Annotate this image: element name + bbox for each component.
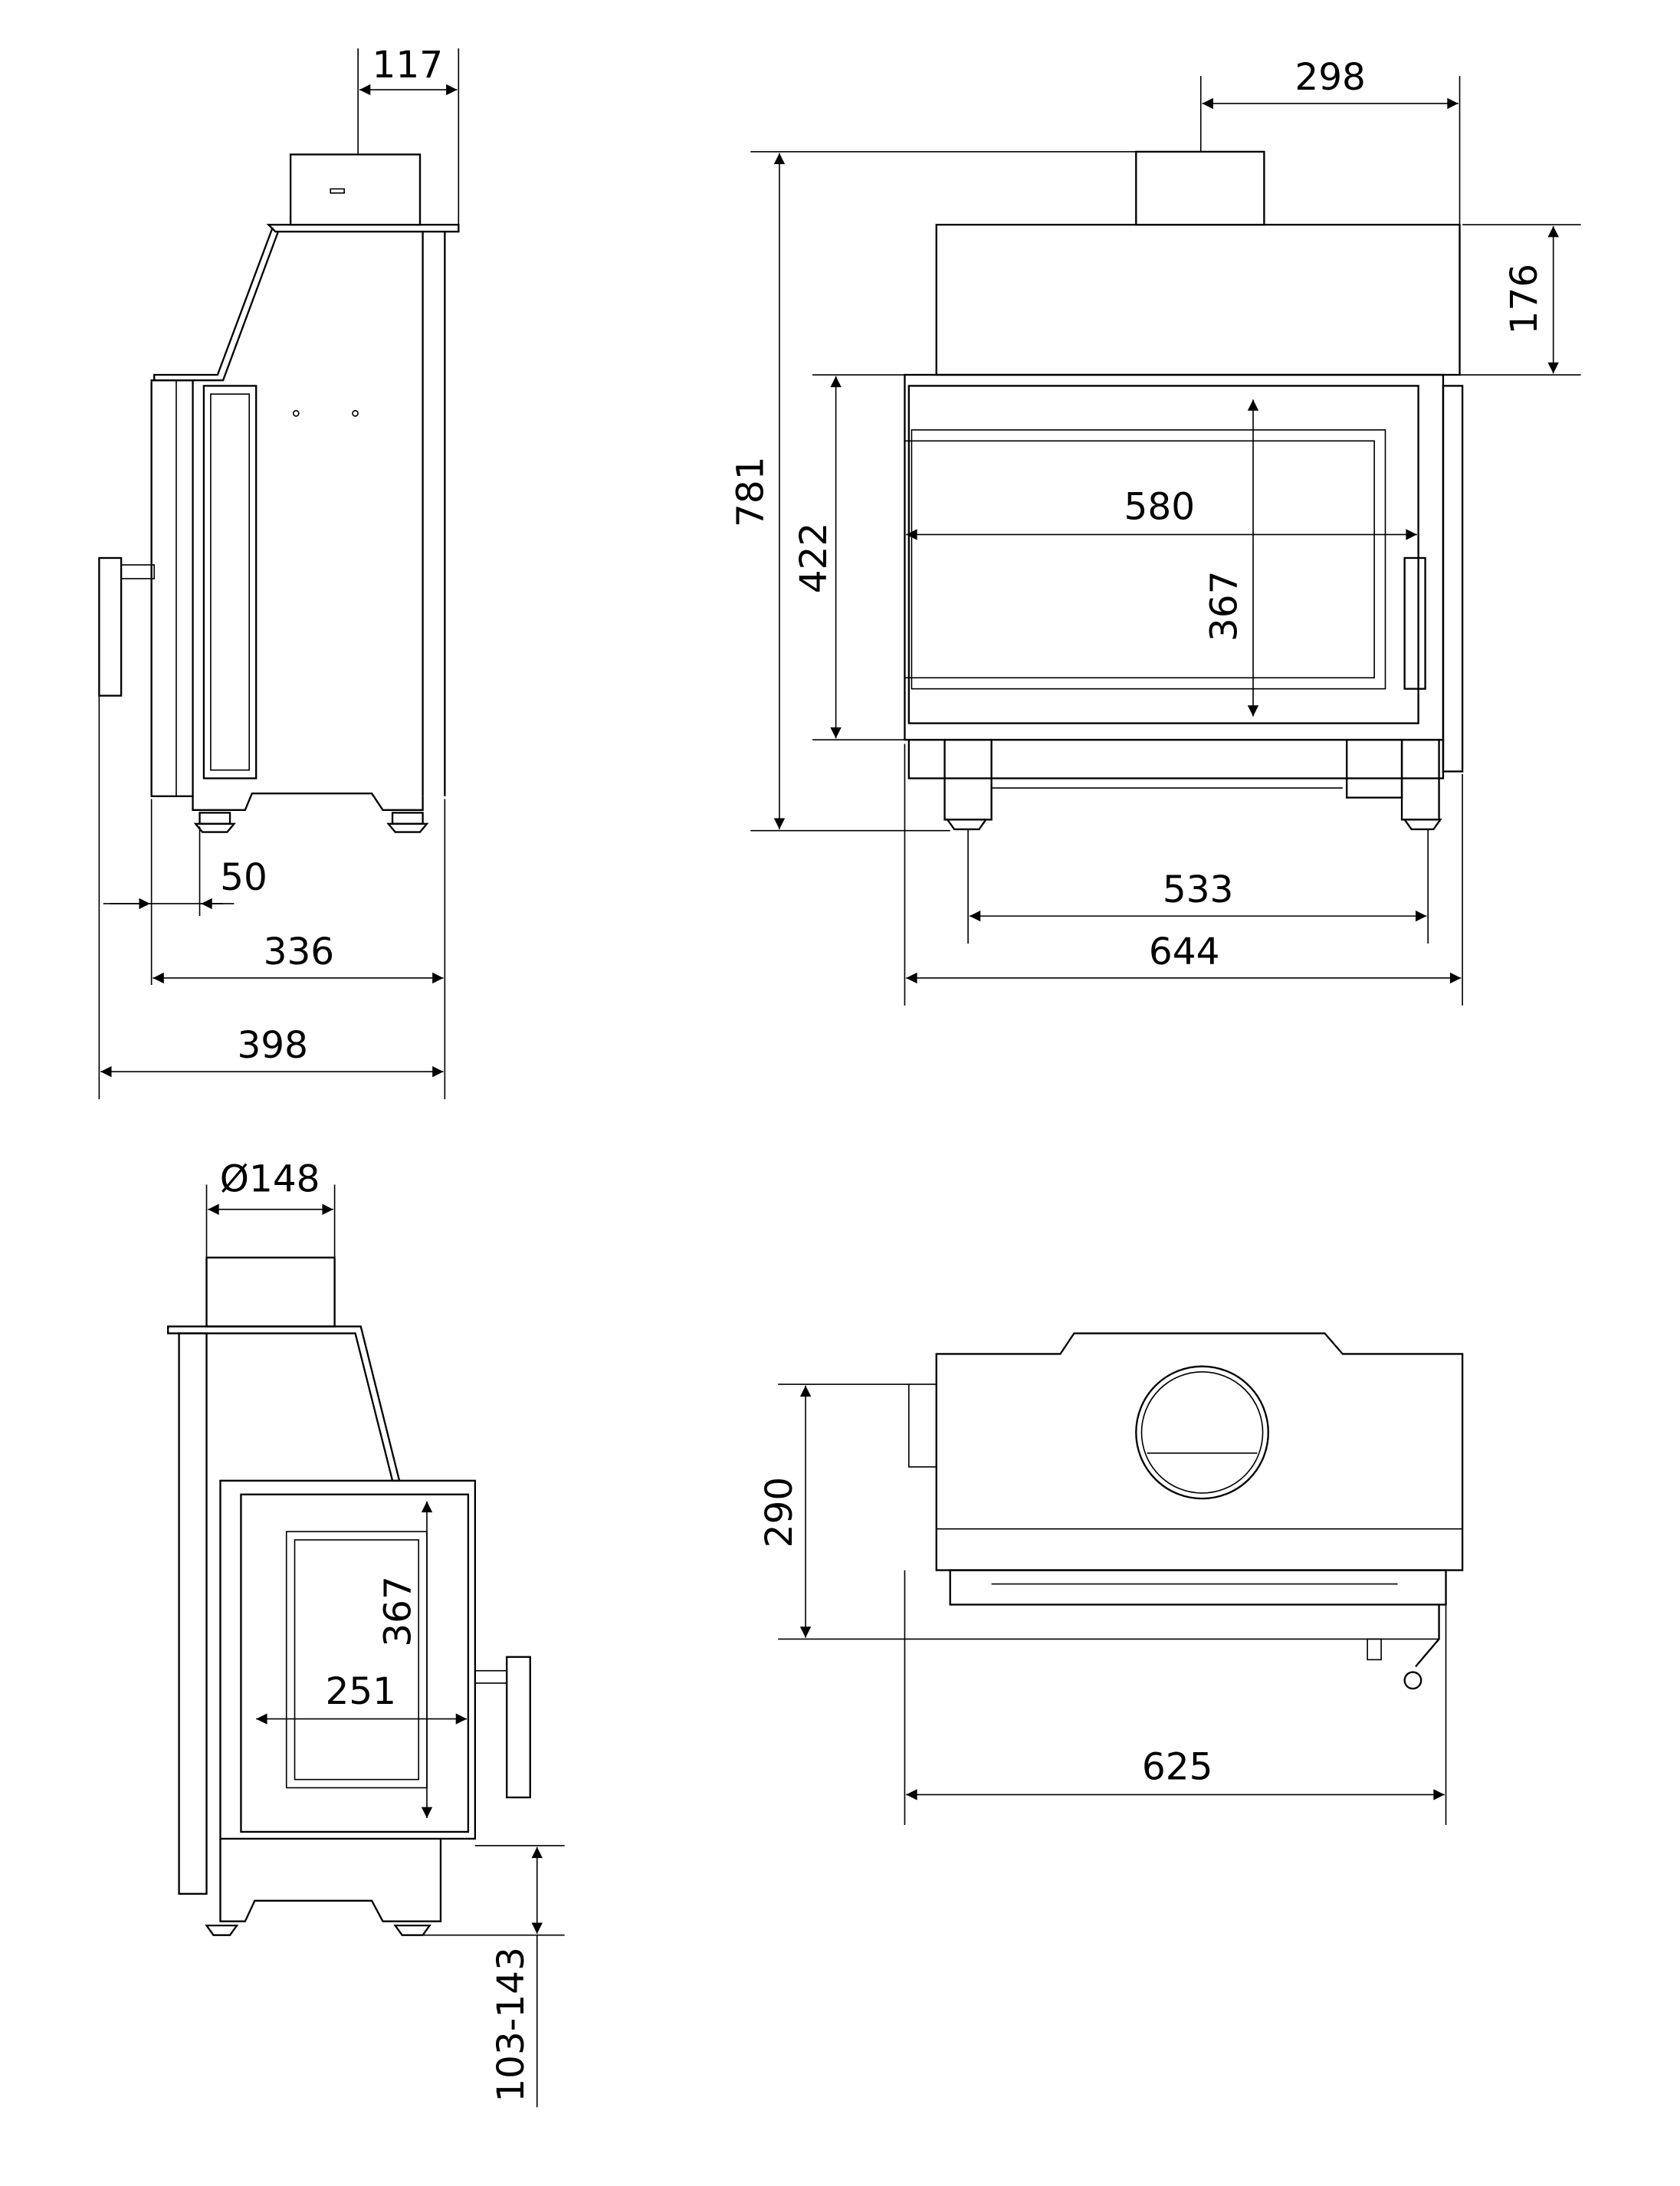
dim-glass-height: 367 bbox=[1203, 571, 1245, 642]
dim-top-height: 176 bbox=[1503, 264, 1546, 335]
front-view: 298 176 781 422 580 367 533 644 bbox=[729, 56, 1581, 1006]
top-view: 290 625 bbox=[758, 1332, 1464, 1825]
corner-view: Ø148 367 251 103-143 bbox=[167, 1157, 565, 2108]
dim-flue-diameter: Ø148 bbox=[220, 1157, 320, 1200]
dim-leg-height-range: 103-143 bbox=[490, 1947, 533, 2102]
dim-flue-offset: 298 bbox=[1294, 56, 1366, 99]
dim-total-width: 644 bbox=[1149, 931, 1220, 973]
dim-body-depth: 336 bbox=[264, 931, 335, 973]
dim-leg-span: 533 bbox=[1163, 868, 1234, 911]
dim-top-width: 625 bbox=[1142, 1746, 1213, 1789]
dim-corner-glass-height: 367 bbox=[376, 1576, 419, 1647]
dim-glass-width: 580 bbox=[1124, 486, 1196, 529]
dim-handle-offset: 50 bbox=[220, 856, 267, 899]
dim-flue-depth: 117 bbox=[372, 44, 444, 87]
dim-top-depth: 290 bbox=[758, 1477, 801, 1548]
dim-corner-glass-width: 251 bbox=[325, 1670, 396, 1713]
dim-total-depth: 398 bbox=[237, 1024, 308, 1067]
dim-total-height: 781 bbox=[729, 456, 772, 527]
side-view: 117 50 336 398 bbox=[98, 44, 460, 1100]
dim-door-height: 422 bbox=[792, 523, 835, 594]
